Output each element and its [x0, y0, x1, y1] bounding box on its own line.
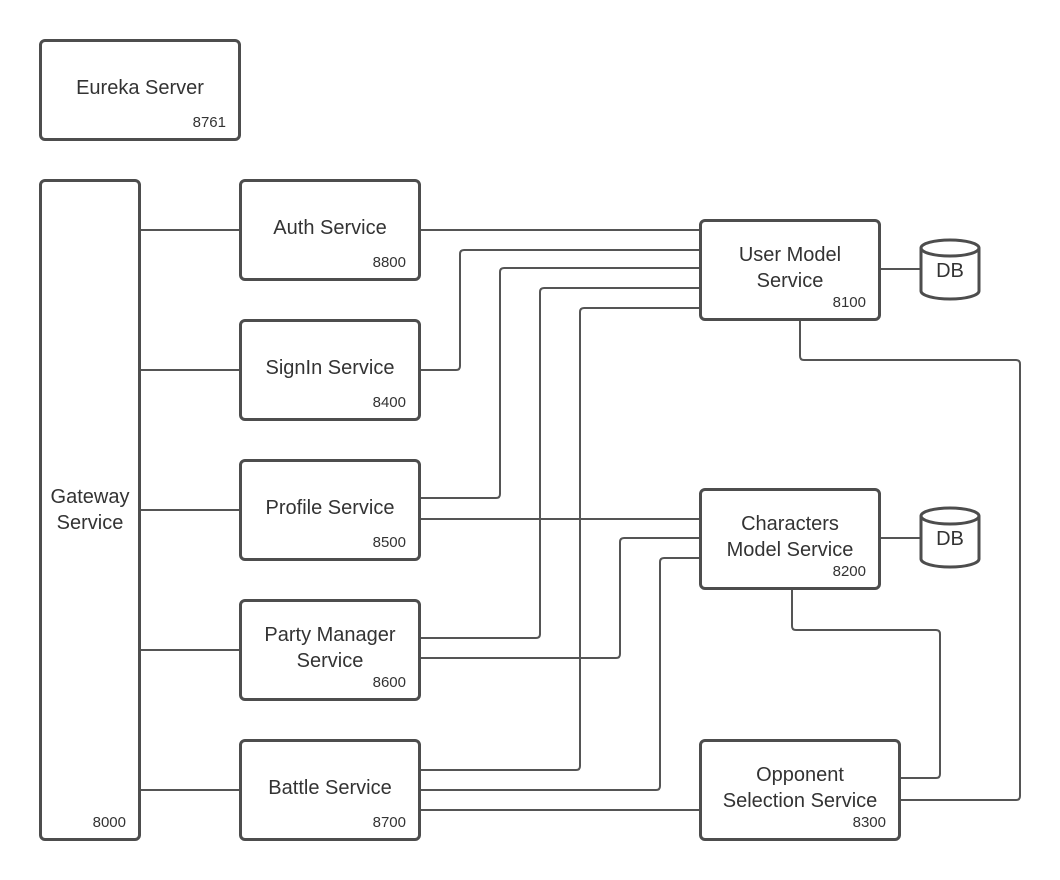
link-profile-usermodel: [420, 267, 700, 499]
party-title-line2: Service: [296, 650, 364, 672]
link-signin-usermodel: [420, 249, 700, 371]
party-manager-service-box: Party Manager Service 8600: [239, 599, 421, 701]
profile-service-box: Profile Service 8500: [239, 459, 421, 561]
link-usermodel-opponent: [799, 320, 1021, 801]
link-charmodel-opponent: [791, 590, 941, 779]
battle-service-title: Battle Service: [268, 777, 392, 799]
gateway-title-line1: Gateway: [50, 486, 130, 508]
characters-model-service-title: Characters Model Service: [702, 511, 878, 563]
party-manager-service-title: Party Manager Service: [242, 622, 418, 674]
characters-model-title-line1: Characters: [741, 513, 839, 535]
auth-service-box: Auth Service 8800: [239, 179, 421, 281]
gateway-service-port: 8000: [92, 814, 126, 831]
battle-service-box: Battle Service 8700: [239, 739, 421, 841]
link-party-usermodel: [420, 287, 700, 639]
link-battle-charmodel: [420, 557, 700, 791]
signin-service-port: 8400: [372, 394, 406, 411]
auth-service-port: 8800: [372, 254, 406, 271]
profile-service-port: 8500: [372, 534, 406, 551]
opponent-selection-service-box: Opponent Selection Service 8300: [699, 739, 901, 841]
signin-service-box: SignIn Service 8400: [239, 319, 421, 421]
party-title-line1: Party Manager: [264, 624, 396, 646]
party-manager-service-port: 8600: [372, 674, 406, 691]
eureka-server-box: Eureka Server 8761: [39, 39, 241, 141]
signin-service-title: SignIn Service: [265, 357, 395, 379]
link-party-charmodel: [420, 537, 700, 659]
characters-model-title-line2: Model Service: [726, 539, 854, 561]
characters-db-label: DB: [936, 528, 964, 550]
characters-db: DB: [918, 506, 982, 570]
opponent-selection-service-port: 8300: [852, 814, 886, 831]
characters-model-service-port: 8200: [832, 563, 866, 580]
gateway-service-box: Gateway Service 8000: [39, 179, 141, 841]
user-db: DB: [918, 238, 982, 302]
user-model-service-port: 8100: [832, 294, 866, 311]
database-icon: [919, 238, 981, 301]
opponent-title-line1: Opponent: [756, 764, 844, 786]
opponent-title-line2: Selection Service: [722, 790, 878, 812]
opponent-selection-service-title: Opponent Selection Service: [702, 762, 898, 814]
eureka-server-port: 8761: [192, 114, 226, 131]
user-model-service-title: User Model Service: [702, 242, 878, 294]
user-model-service-box: User Model Service 8100: [699, 219, 881, 321]
user-model-title-line1: User Model: [738, 244, 842, 266]
eureka-server-title: Eureka Server: [76, 77, 204, 99]
auth-service-title: Auth Service: [273, 217, 387, 239]
battle-service-port: 8700: [372, 814, 406, 831]
user-db-label: DB: [936, 260, 964, 282]
gateway-service-title: Gateway Service: [42, 484, 138, 536]
database-icon: [919, 506, 981, 569]
gateway-title-line2: Service: [56, 512, 124, 534]
link-battle-usermodel: [420, 307, 700, 771]
profile-service-title: Profile Service: [265, 497, 395, 519]
characters-model-service-box: Characters Model Service 8200: [699, 488, 881, 590]
user-model-title-line2: Service: [756, 270, 824, 292]
